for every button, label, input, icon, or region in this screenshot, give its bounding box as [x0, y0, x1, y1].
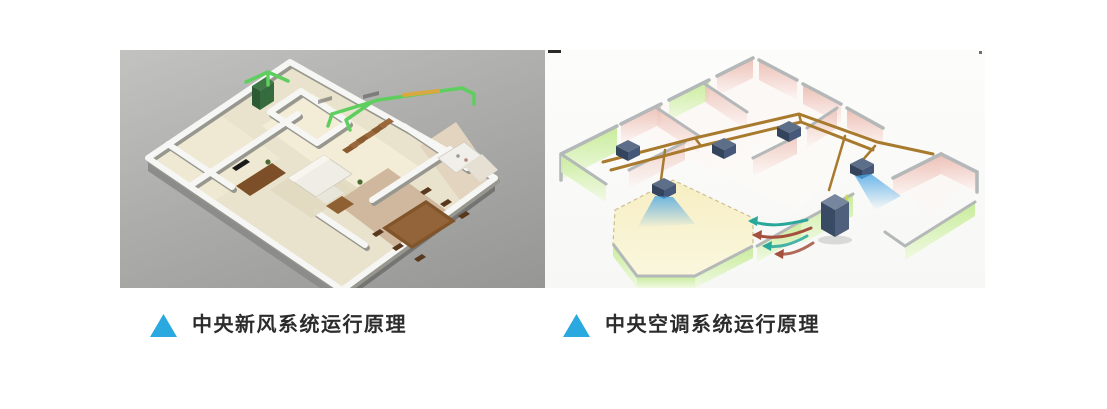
dining-furniture — [372, 187, 470, 262]
caption-fresh-air: 中央新风系统运行原理 — [150, 309, 407, 341]
living-room-furniture — [232, 154, 363, 218]
caption-central-ac: 中央空调系统运行原理 — [563, 309, 820, 341]
wall-label-marks — [318, 91, 379, 104]
ac-duct-loop — [601, 112, 935, 192]
fresh-air-duct — [244, 70, 476, 132]
ac-schematic — [548, 50, 982, 288]
triangle-bullet-icon — [563, 313, 590, 337]
balcony — [611, 179, 754, 288]
coffee-table — [326, 196, 354, 214]
chair — [414, 254, 426, 262]
triangle-bullet-icon — [150, 313, 177, 337]
house-cutaway-render — [120, 50, 545, 288]
sofa — [287, 154, 353, 198]
staircase — [342, 118, 394, 154]
airflow-cone — [637, 196, 695, 228]
chair — [372, 229, 384, 237]
plant — [265, 159, 271, 165]
central-ac-system-figure — [545, 50, 985, 288]
chair — [458, 211, 470, 219]
fresh-air-system-figure — [120, 50, 545, 288]
walls — [559, 56, 979, 262]
plant — [357, 179, 363, 185]
chair — [392, 243, 404, 251]
tv-screen — [232, 159, 250, 171]
edge-artifacts — [548, 50, 982, 54]
kitchen-furniture — [437, 141, 498, 182]
outdoor-unit — [818, 194, 852, 245]
airflow-cone — [855, 174, 901, 210]
chair — [420, 187, 432, 195]
caption-label: 中央空调系统运行原理 — [605, 314, 820, 336]
counter — [464, 154, 498, 182]
airflow-cones — [637, 174, 901, 228]
caption-label: 中央新风系统运行原理 — [192, 314, 407, 336]
duct-joint — [402, 89, 440, 97]
outdoor-airflow-arrows — [748, 216, 815, 259]
tv-cabinet — [236, 163, 286, 196]
chair — [440, 199, 452, 207]
